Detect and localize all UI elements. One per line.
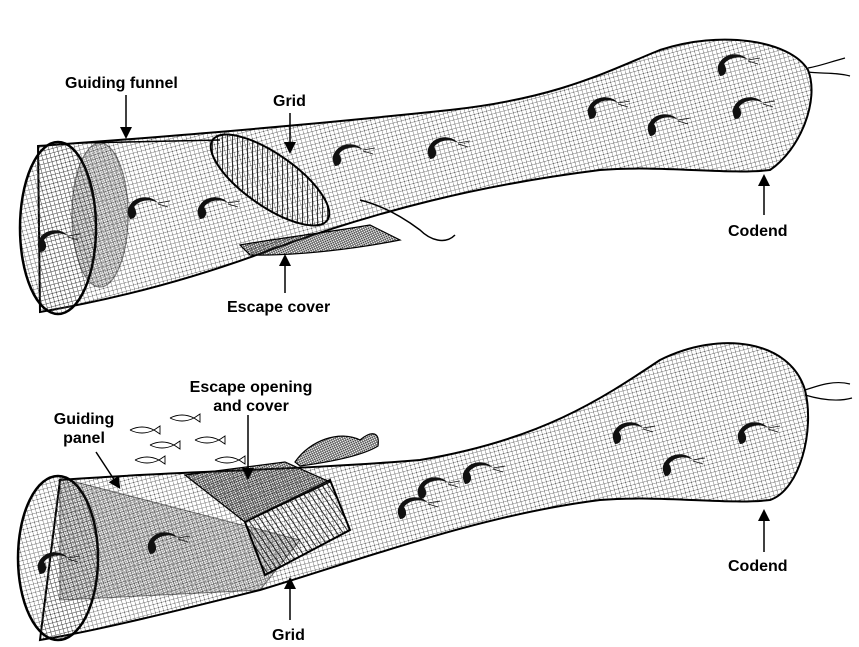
label-codend-top: Codend bbox=[728, 222, 788, 241]
label-guiding-panel-line1: Guiding bbox=[44, 410, 124, 429]
label-codend-bottom: Codend bbox=[728, 557, 788, 576]
label-grid-bottom: Grid bbox=[272, 626, 305, 645]
label-escape-opening-line2: and cover bbox=[176, 397, 326, 416]
label-escape-cover: Escape cover bbox=[227, 298, 330, 317]
label-escape-opening-line1: Escape opening bbox=[176, 378, 326, 397]
label-guiding-panel-line2: panel bbox=[44, 429, 124, 448]
label-grid-top: Grid bbox=[273, 92, 306, 111]
bottom-trawl bbox=[18, 343, 852, 640]
label-escape-opening: Escape opening and cover bbox=[176, 378, 326, 416]
label-guiding-panel: Guiding panel bbox=[44, 410, 124, 448]
label-guiding-funnel: Guiding funnel bbox=[65, 74, 178, 93]
